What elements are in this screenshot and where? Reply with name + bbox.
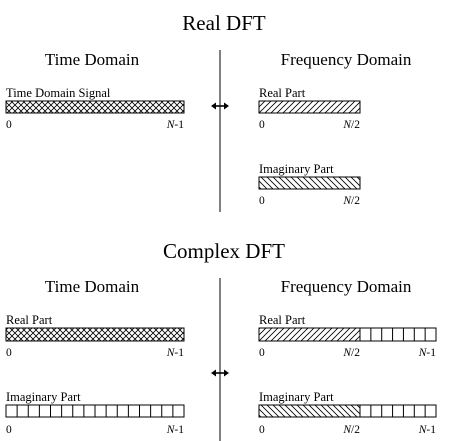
real-time-signal-end-tick: N-1	[166, 119, 185, 131]
double-headed-arrow-icon	[211, 102, 229, 110]
real-time-signal-start-tick: 0	[6, 119, 12, 131]
complex-freq-imag-mid-tick: N/2	[342, 424, 360, 436]
real-freq-imag-bar	[258, 176, 361, 190]
complex-freq-imag-hatched-bar	[258, 404, 361, 418]
complex-freq-real-mid-tick: N/2	[342, 347, 360, 359]
complex-freq-real-end-tick: N-1	[418, 347, 437, 359]
complex-time-imag-cells	[16, 405, 174, 417]
complex-freq-real-start-tick: 0	[259, 347, 265, 359]
real-freq-imag-end-tick: N/2	[342, 195, 360, 207]
complex-time-imag-end-tick: N-1	[166, 424, 185, 436]
real-dft-section: Real DFT Time Domain Frequency Domain Ti…	[5, 11, 412, 212]
real-freq-real-bar	[258, 100, 361, 114]
complex-dft-section: Complex DFT Time Domain Frequency Domain…	[5, 239, 437, 441]
real-dft-freq-heading: Frequency Domain	[281, 50, 412, 69]
complex-freq-real-blank-bar	[359, 327, 437, 342]
real-freq-imag-start-tick: 0	[259, 195, 265, 207]
real-freq-real-label: Real Part	[259, 86, 306, 100]
complex-time-real-label: Real Part	[6, 313, 53, 327]
complex-time-imag-label: Imaginary Part	[6, 390, 81, 404]
real-freq-real-start-tick: 0	[259, 119, 265, 131]
complex-time-real-start-tick: 0	[6, 347, 12, 359]
complex-freq-imag-start-tick: 0	[259, 424, 265, 436]
complex-freq-imag-cells	[370, 405, 426, 417]
complex-freq-real-label: Real Part	[259, 313, 306, 327]
complex-freq-imag-end-tick: N-1	[418, 424, 437, 436]
complex-freq-real-cells	[370, 328, 426, 341]
real-freq-real-end-tick: N/2	[342, 119, 360, 131]
double-headed-arrow-icon	[211, 369, 229, 377]
complex-freq-imag-label: Imaginary Part	[259, 390, 334, 404]
complex-freq-real-hatched-bar	[258, 327, 361, 342]
complex-dft-time-heading: Time Domain	[45, 277, 140, 296]
complex-time-imag-start-tick: 0	[6, 424, 12, 436]
real-time-signal-label: Time Domain Signal	[6, 86, 111, 100]
real-freq-imag-label: Imaginary Part	[259, 162, 334, 176]
complex-freq-imag-blank-bar	[359, 404, 437, 418]
real-time-signal-bar	[5, 100, 185, 114]
real-dft-time-heading: Time Domain	[45, 50, 140, 69]
real-dft-title: Real DFT	[182, 11, 266, 35]
complex-time-real-bar	[5, 327, 185, 342]
complex-dft-freq-heading: Frequency Domain	[281, 277, 412, 296]
complex-dft-title: Complex DFT	[163, 239, 285, 263]
complex-time-real-end-tick: N-1	[166, 347, 185, 359]
